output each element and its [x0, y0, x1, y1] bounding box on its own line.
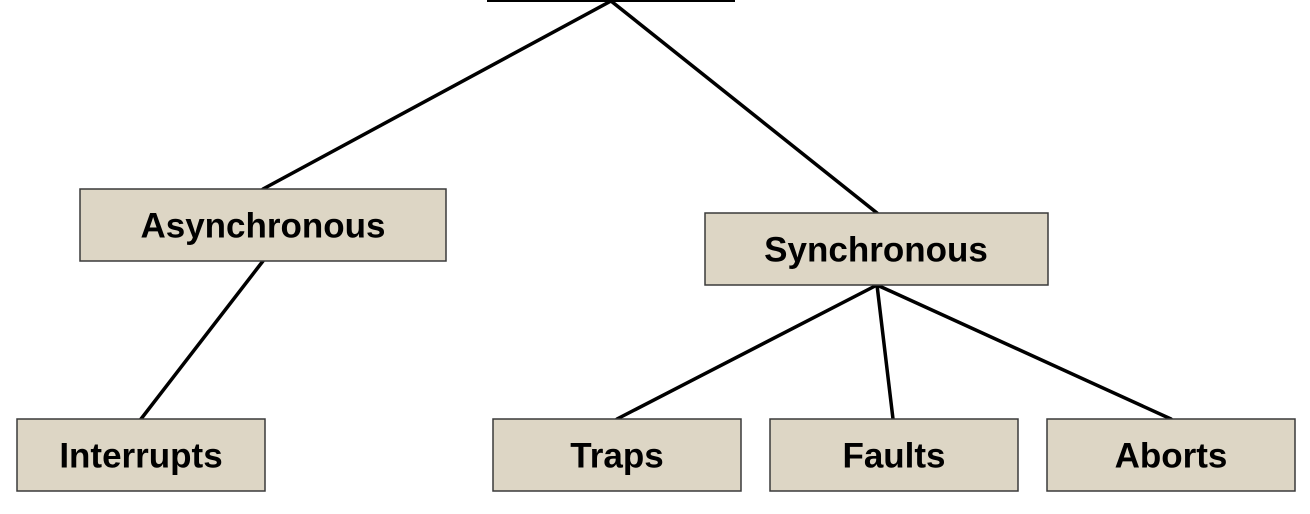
node-label: Faults — [842, 437, 945, 476]
edge-synchronous-faults — [875, 283, 895, 421]
node-synchronous: Synchronous — [704, 212, 1049, 286]
node-interrupts: Interrupts — [16, 418, 266, 492]
node-label: Traps — [570, 437, 663, 476]
edge-asynchronous-interrupts — [139, 259, 265, 421]
edge-root-asynchronous — [261, 0, 613, 191]
node-label: Synchronous — [764, 231, 988, 270]
node-label: Asynchronous — [140, 207, 385, 246]
edge-root-synchronous — [609, 0, 879, 215]
node-aborts: Aborts — [1046, 418, 1296, 492]
node-label: Interrupts — [59, 437, 222, 476]
edge-synchronous-aborts — [875, 283, 1173, 421]
edge-synchronous-traps — [615, 283, 879, 421]
node-asynchronous: Asynchronous — [79, 188, 447, 262]
node-traps: Traps — [492, 418, 742, 492]
node-label: Aborts — [1115, 437, 1228, 476]
node-faults: Faults — [769, 418, 1019, 492]
